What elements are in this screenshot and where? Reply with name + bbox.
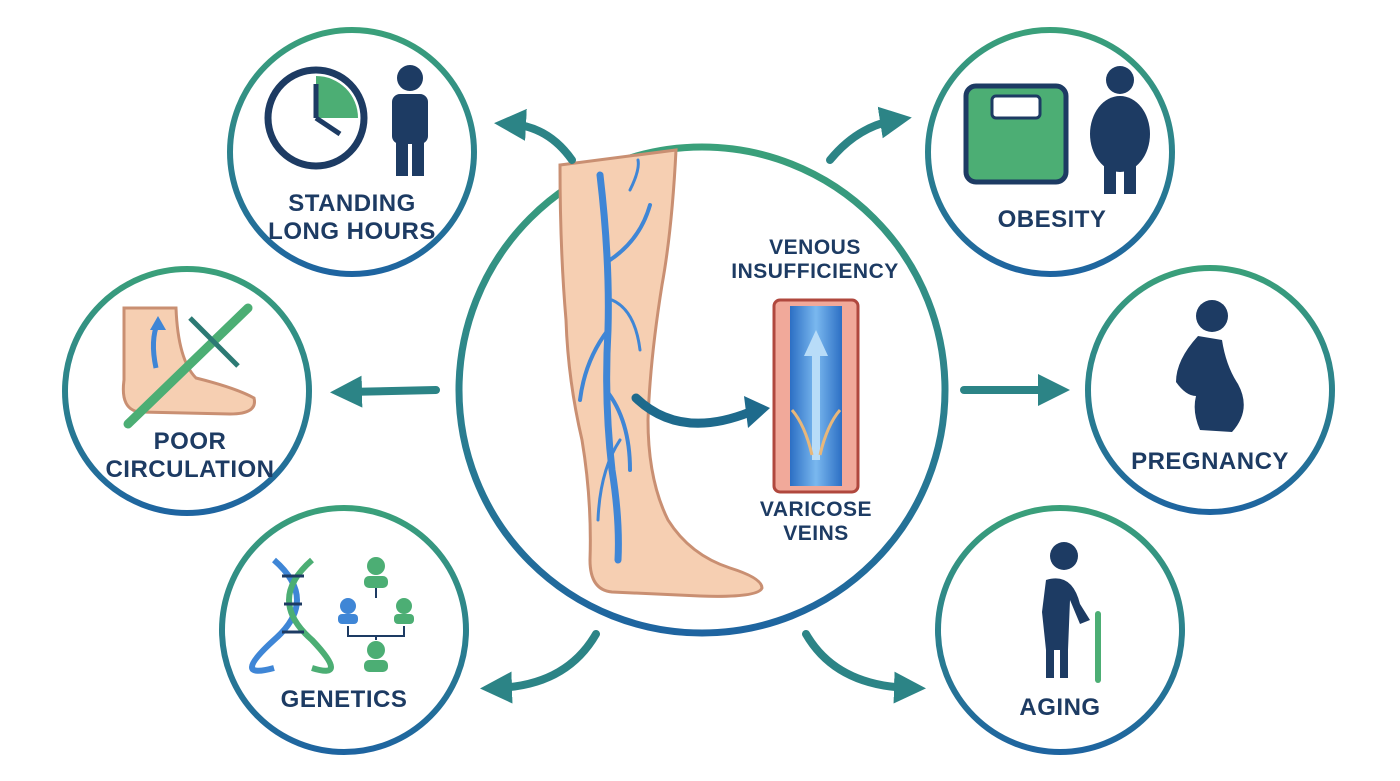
blocked-flow-icon [123,303,253,429]
label-pregnancy: PREGNANCY [1131,448,1289,476]
label-poor-circulation-line2: CIRCULATION [105,455,275,483]
center-title: VENOUS INSUFFICIENCY [731,236,899,284]
clock-icon [264,66,368,170]
center-label-line2: VEINS [783,522,849,546]
label-standing: STANDING LONG HOURS [268,190,436,245]
label-poor-circulation: POOR CIRCULATION [105,428,274,483]
family-tree-icon [338,557,414,672]
center-title-line2: INSUFFICIENCY [731,260,899,284]
elderly-person-icon [1042,542,1101,683]
label-standing-line2: LONG HOURS [268,217,436,245]
connector-arrows [330,106,1070,704]
label-obesity-line1: OBESITY [997,206,1107,233]
arrow-to-genetics [480,630,600,704]
factor-pregnancy-circle [1085,265,1335,515]
arrow-to-standing [494,108,576,164]
scale-icon [963,83,1069,185]
center-circle [455,143,949,637]
label-standing-line1: STANDING [288,190,416,217]
leg-to-vein-arrow [631,393,755,428]
person-icon [392,65,428,176]
arrow-to-aging [802,630,926,704]
label-aging-line1: AGING [1019,694,1101,721]
leg-to-vein-arrowhead [744,396,770,428]
label-pregnancy-line1: PREGNANCY [1131,448,1289,475]
factor-standing-circle [227,27,477,277]
label-obesity: OBESITY [998,206,1107,234]
label-genetics: GENETICS [281,686,408,714]
factor-poor-circulation-circle [62,266,312,516]
factor-obesity-circle [925,27,1175,277]
arrow-to-obesity [826,106,912,164]
dna-icon [249,557,334,674]
label-poor-circulation-line1: POOR [153,428,227,455]
center-label-line1: VARICOSE [759,498,873,521]
overweight-person-icon [1090,66,1150,194]
factor-genetics-circle [219,505,469,755]
factor-aging-circle [935,505,1185,755]
leg-illustration [558,148,764,598]
vein-cross-section [772,298,860,494]
arrow-to-poor-circulation [330,375,440,408]
label-genetics-line1: GENETICS [280,686,408,713]
label-aging: AGING [1019,694,1100,722]
pregnant-woman-icon [1176,300,1244,432]
center-label: VARICOSE VEINS [760,498,872,546]
center-title-line1: VENOUS [769,236,861,259]
